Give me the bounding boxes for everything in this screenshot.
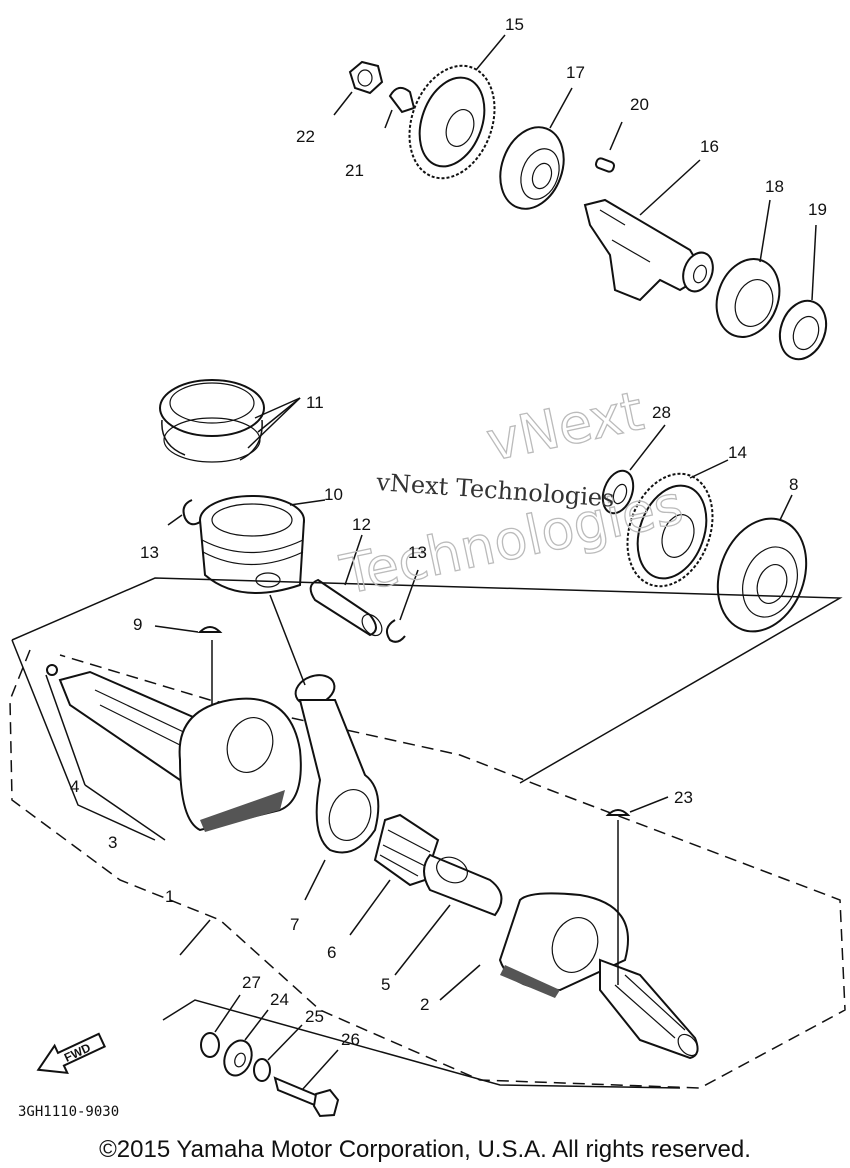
label-21: 21 xyxy=(345,161,364,180)
watermark-line1: vNext Technologies xyxy=(375,468,616,513)
part-21-lock-washer xyxy=(384,86,416,129)
part-19-oil-seal xyxy=(778,224,828,361)
part-26-bolt xyxy=(273,1049,340,1118)
part-27-o-ring xyxy=(200,994,241,1058)
part-14-crank-gear xyxy=(626,459,729,588)
part-code: 3GH1110-9030 xyxy=(18,1104,119,1120)
part-24-plate-washer xyxy=(223,1009,269,1077)
label-19: 19 xyxy=(808,200,827,219)
label-10: 10 xyxy=(324,485,343,504)
bolt-group-boundary xyxy=(162,999,681,1089)
label-6: 6 xyxy=(327,943,336,962)
part-16-balancer-shaft xyxy=(583,159,714,302)
part-18-bearing xyxy=(715,199,781,338)
part-12-piston-pin xyxy=(309,534,383,637)
part-17-bearing xyxy=(499,126,565,210)
part-22-nut xyxy=(348,60,384,95)
label-27: 27 xyxy=(242,973,261,992)
label-17: 17 xyxy=(566,63,585,82)
label-28: 28 xyxy=(652,403,671,422)
label-22: 22 xyxy=(296,127,315,146)
label-14: 14 xyxy=(728,443,747,462)
crank-dashed-boundary xyxy=(9,649,846,1089)
part-23-key xyxy=(605,796,669,985)
part-11-piston-rings xyxy=(159,379,301,463)
label-16: 16 xyxy=(700,137,719,156)
label-9: 9 xyxy=(133,615,142,634)
label-25: 25 xyxy=(305,1007,324,1026)
fwd-label: FWD xyxy=(62,1040,93,1064)
watermark-line2: vNext xyxy=(481,379,648,473)
label-3: 3 xyxy=(108,833,117,852)
label-26: 26 xyxy=(341,1030,360,1049)
part-13-circlip-right xyxy=(385,569,419,643)
label-11: 11 xyxy=(306,393,324,412)
part-7-connecting-rod xyxy=(269,594,380,901)
part-5-crank-pin xyxy=(394,853,503,976)
label-15: 15 xyxy=(505,15,524,34)
label-5: 5 xyxy=(381,975,390,994)
part-20-key xyxy=(594,121,623,173)
part-labels: 1 2 3 4 5 6 7 8 9 10 11 12 13 13 14 15 1… xyxy=(70,15,827,1049)
label-12: 12 xyxy=(352,515,371,534)
copyright-notice: ©2015 Yamaha Motor Corporation, U.S.A. A… xyxy=(99,1136,751,1163)
label-4: 4 xyxy=(70,777,79,796)
part-28-washer xyxy=(601,424,666,515)
exploded-view-svg: FWD vNext Technologies vNext Technologie… xyxy=(9,15,846,1120)
label-23: 23 xyxy=(674,788,693,807)
part-3-crank-left xyxy=(45,664,302,841)
part-13-circlip-left xyxy=(167,499,201,526)
part-10-piston xyxy=(199,495,326,594)
label-13-right: 13 xyxy=(408,543,427,562)
label-1: 1 xyxy=(165,887,174,906)
label-8: 8 xyxy=(789,475,798,494)
part-2-crank-right xyxy=(439,892,699,1060)
label-20: 20 xyxy=(630,95,649,114)
label-13-left: 13 xyxy=(140,543,159,562)
label-18: 18 xyxy=(765,177,784,196)
crank-assembly-boundary xyxy=(11,577,843,784)
part-8-bearing xyxy=(716,494,808,633)
part-25-lock-washer xyxy=(253,1024,303,1082)
label-2: 2 xyxy=(420,995,429,1014)
fwd-arrow-icon: FWD xyxy=(36,1032,107,1074)
label-24: 24 xyxy=(270,990,289,1009)
part-15-gear xyxy=(408,64,496,180)
label-7: 7 xyxy=(290,915,299,934)
